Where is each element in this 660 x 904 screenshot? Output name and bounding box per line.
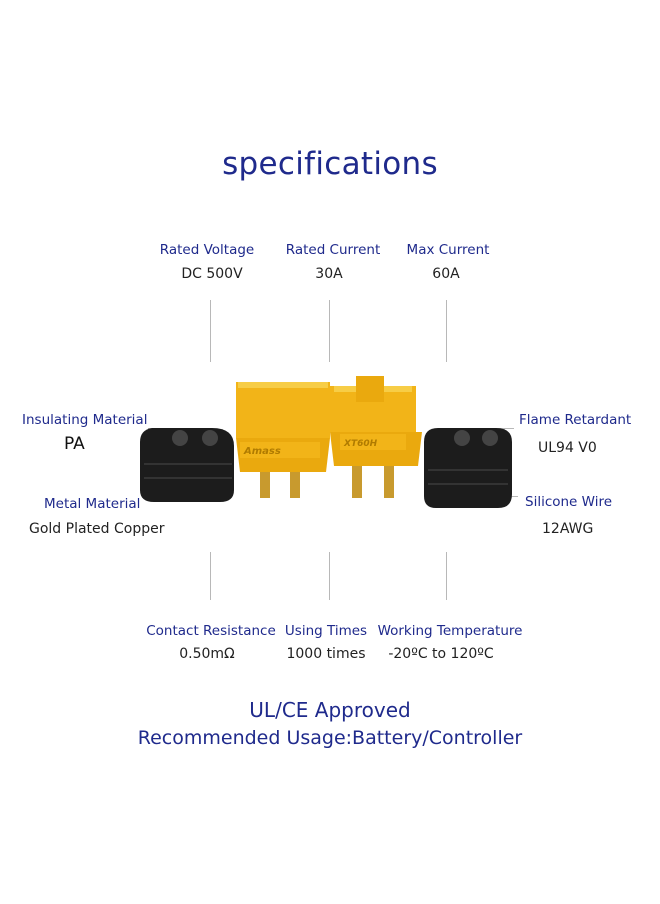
- cap-hole-icon: [482, 430, 498, 446]
- flame-retardant-value: UL94 V0: [538, 440, 597, 456]
- flame-retardant-label: Flame Retardant: [519, 412, 632, 428]
- approval-text: UL/CE Approved: [249, 698, 411, 722]
- max-current-value: 60A: [432, 266, 460, 282]
- female-brand-mark: XT60H: [343, 439, 378, 449]
- rated-voltage-value: DC 500V: [181, 266, 243, 282]
- rated-current-value: 30A: [315, 266, 343, 282]
- metal-material-label: Metal Material: [44, 496, 141, 512]
- cap-hole-icon: [202, 430, 218, 446]
- rated-voltage-label: Rated Voltage: [159, 242, 255, 258]
- max-current-label: Max Current: [406, 242, 490, 258]
- connector-line: [329, 300, 330, 362]
- using-times-label: Using Times: [284, 623, 368, 639]
- connector-line: [329, 552, 330, 600]
- left-black-cap: [140, 428, 234, 502]
- product-illustration: Amass XT60H: [140, 376, 512, 508]
- contact-resistance-value: 0.50mΩ: [179, 646, 235, 662]
- male-connector: Amass: [236, 382, 330, 498]
- connector-line: [446, 300, 447, 362]
- page-title: specifications: [222, 146, 438, 182]
- silicone-wire-value: 12AWG: [542, 521, 594, 537]
- contact-resistance-label: Contact Resistance: [146, 623, 276, 639]
- female-connector: XT60H: [330, 376, 422, 498]
- rated-current-label: Rated Current: [285, 242, 381, 258]
- metal-material-value: Gold Plated Copper: [29, 521, 165, 537]
- insulating-material-value: PA: [64, 434, 85, 454]
- connector-line: [210, 552, 211, 600]
- cap-hole-icon: [454, 430, 470, 446]
- usage-text: Recommended Usage:Battery/Controller: [137, 727, 523, 749]
- amass-logo: Amass: [243, 446, 281, 457]
- right-black-cap: [424, 428, 512, 508]
- connector-line: [446, 552, 447, 600]
- cap-hole-icon: [172, 430, 188, 446]
- working-temperature-label: Working Temperature: [377, 623, 523, 639]
- using-times-value: 1000 times: [286, 646, 366, 662]
- connector-line: [210, 300, 211, 362]
- working-temperature-value: -20ºC to 120ºC: [388, 646, 494, 662]
- silicone-wire-label: Silicone Wire: [525, 494, 613, 510]
- insulating-material-label: Insulating Material: [22, 412, 148, 428]
